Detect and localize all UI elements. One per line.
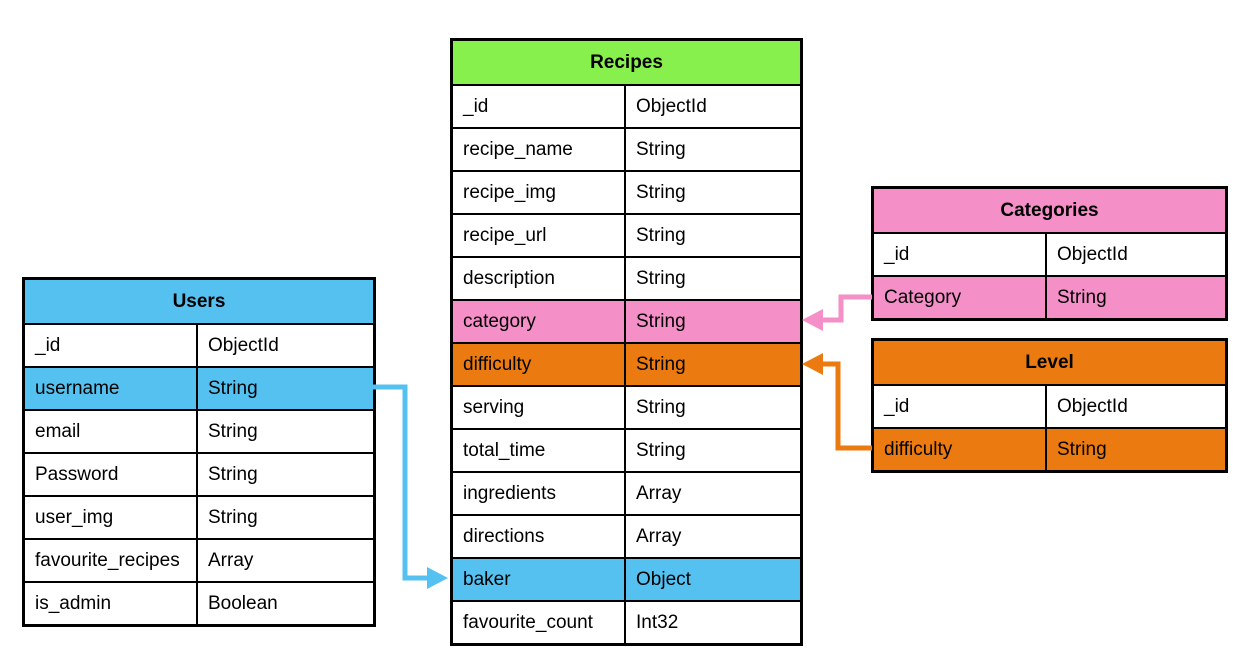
table-row: username String: [25, 366, 373, 409]
field-name: favourite_count: [453, 602, 626, 643]
field-type: ObjectId: [1057, 243, 1128, 265]
field-name: total_time: [453, 430, 626, 471]
field-name: _id: [453, 86, 626, 127]
field-name: _id: [25, 325, 198, 366]
field-name: directions: [453, 516, 626, 557]
field-type: String: [1057, 438, 1107, 460]
table-row-baker: baker Object: [453, 557, 800, 600]
field-type: String: [636, 353, 686, 375]
table-row: Password String: [25, 452, 373, 495]
field-name: Category: [874, 277, 1047, 318]
table-row: _id ObjectId: [874, 384, 1225, 427]
table-row: _id ObjectId: [453, 84, 800, 127]
field-type: String: [208, 377, 258, 399]
arrowhead-left-icon: [802, 309, 823, 331]
field-type: String: [636, 224, 686, 246]
table-row: recipe_img String: [453, 170, 800, 213]
field-type: Object: [636, 568, 691, 590]
connector-line: [823, 294, 872, 323]
field-type: String: [208, 420, 258, 442]
table-row: description String: [453, 256, 800, 299]
table-row: _id ObjectId: [874, 232, 1225, 275]
field-name: recipe_url: [453, 215, 626, 256]
field-name: _id: [874, 386, 1047, 427]
field-name: recipe_img: [453, 172, 626, 213]
field-type: Int32: [636, 611, 679, 633]
field-name: is_admin: [25, 583, 198, 624]
field-type: String: [636, 396, 686, 418]
field-type: String: [636, 267, 686, 289]
field-name: Password: [25, 454, 198, 495]
field-type: String: [636, 181, 686, 203]
users-table: Users _id ObjectId username String email…: [22, 277, 376, 627]
field-name: email: [25, 411, 198, 452]
field-name: _id: [874, 234, 1047, 275]
table-row-category: Category String: [874, 275, 1225, 318]
table-row: favourite_count Int32: [453, 600, 800, 643]
field-name: description: [453, 258, 626, 299]
connector-username-to-baker: [370, 384, 448, 589]
field-type: String: [208, 463, 258, 485]
field-name: ingredients: [453, 473, 626, 514]
users-table-title: Users: [25, 280, 373, 323]
field-type: Array: [636, 525, 682, 547]
arrowhead-left-icon: [802, 353, 823, 375]
table-row: total_time String: [453, 428, 800, 471]
table-row: is_admin Boolean: [25, 581, 373, 624]
table-row: _id ObjectId: [25, 323, 373, 366]
field-type: String: [636, 138, 686, 160]
connector-line: [370, 384, 429, 581]
field-type: String: [636, 310, 686, 332]
arrowhead-right-icon: [427, 567, 448, 589]
table-row-difficulty: difficulty String: [874, 427, 1225, 470]
table-row-category: category String: [453, 299, 800, 342]
connector-category-to-category: [802, 294, 872, 331]
field-type: String: [208, 506, 258, 528]
recipes-table-title: Recipes: [453, 41, 800, 84]
field-name: difficulty: [874, 429, 1047, 470]
table-row: ingredients Array: [453, 471, 800, 514]
field-type: ObjectId: [208, 334, 279, 356]
table-row: directions Array: [453, 514, 800, 557]
recipes-table: Recipes _id ObjectId recipe_name String …: [450, 38, 803, 646]
field-name: favourite_recipes: [25, 540, 198, 581]
table-row: recipe_name String: [453, 127, 800, 170]
categories-table-title: Categories: [874, 189, 1225, 232]
table-row-difficulty: difficulty String: [453, 342, 800, 385]
field-name: user_img: [25, 497, 198, 538]
field-type: Array: [636, 482, 682, 504]
field-type: Array: [208, 549, 254, 571]
field-type: String: [636, 439, 686, 461]
field-name: username: [25, 368, 198, 409]
level-table: Level _id ObjectId difficulty String: [871, 338, 1228, 473]
connector-difficulty-to-difficulty: [802, 353, 872, 451]
field-name: serving: [453, 387, 626, 428]
categories-table: Categories _id ObjectId Category String: [871, 186, 1228, 321]
field-name: recipe_name: [453, 129, 626, 170]
table-row: favourite_recipes Array: [25, 538, 373, 581]
table-row: recipe_url String: [453, 213, 800, 256]
table-row: serving String: [453, 385, 800, 428]
field-type: String: [1057, 286, 1107, 308]
field-name: difficulty: [453, 344, 626, 385]
field-type: Boolean: [208, 592, 278, 614]
connector-line: [823, 361, 872, 451]
field-name: baker: [453, 559, 626, 600]
field-type: ObjectId: [1057, 395, 1128, 417]
table-row: email String: [25, 409, 373, 452]
field-name: category: [453, 301, 626, 342]
table-row: user_img String: [25, 495, 373, 538]
field-type: ObjectId: [636, 95, 707, 117]
level-table-title: Level: [874, 341, 1225, 384]
